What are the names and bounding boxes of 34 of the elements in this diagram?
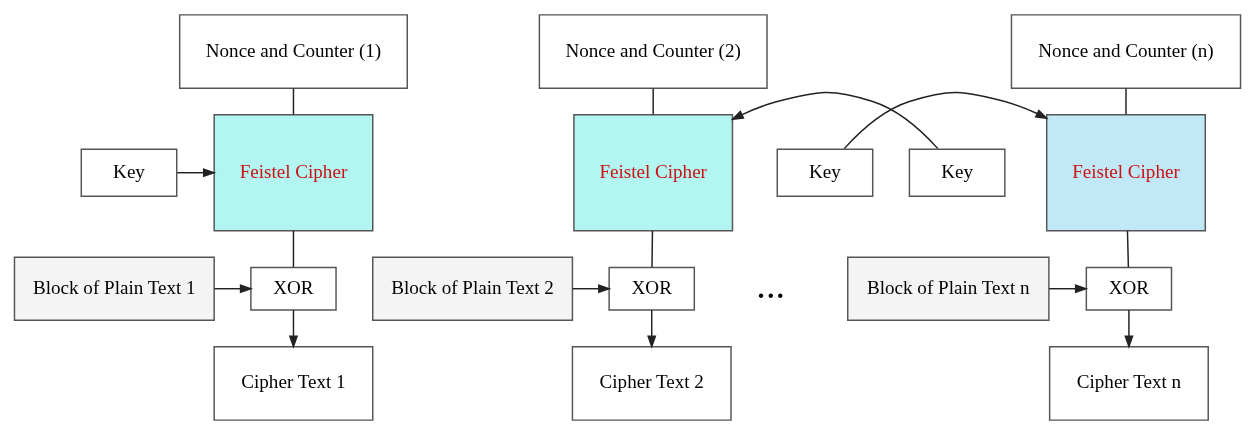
node-box: Feistel Cipher (573, 114, 734, 232)
node-box: Cipher Text 2 (571, 345, 732, 421)
node-box: Block of Plain Text n (847, 256, 1050, 321)
node-box: Block of Plain Text 2 (372, 256, 574, 321)
node-box: Key (80, 148, 178, 197)
arrow (730, 91, 939, 150)
arrow (647, 309, 657, 349)
connector (652, 87, 654, 116)
arrow (213, 284, 254, 294)
node-box: Nonce and Counter (n) (1010, 14, 1242, 90)
arrow (288, 309, 299, 349)
connector (292, 229, 295, 268)
arrow (843, 91, 1049, 150)
node-box: Cipher Text n (1048, 345, 1209, 421)
arrow (571, 284, 612, 294)
node-box: Key (908, 148, 1006, 197)
label: ... (756, 263, 785, 306)
node-box: XOR (250, 266, 337, 311)
node-box: XOR (608, 266, 696, 311)
node-box: Feistel Cipher (213, 114, 374, 232)
node-box: Key (776, 148, 874, 197)
connector (1126, 229, 1130, 268)
node-box: Cipher Text 1 (213, 345, 374, 421)
node-box: Block of Plain Text 1 (13, 256, 215, 321)
node-box: Nonce and Counter (2) (538, 14, 768, 90)
arrow (1048, 284, 1089, 294)
connector (292, 87, 295, 116)
arrow (1124, 309, 1134, 349)
arrow (176, 168, 217, 178)
node-box: XOR (1085, 266, 1173, 311)
node-box: Feistel Cipher (1045, 114, 1206, 232)
node-box: Nonce and Counter (1) (178, 14, 408, 90)
connector (1125, 87, 1127, 116)
connector (651, 229, 654, 268)
